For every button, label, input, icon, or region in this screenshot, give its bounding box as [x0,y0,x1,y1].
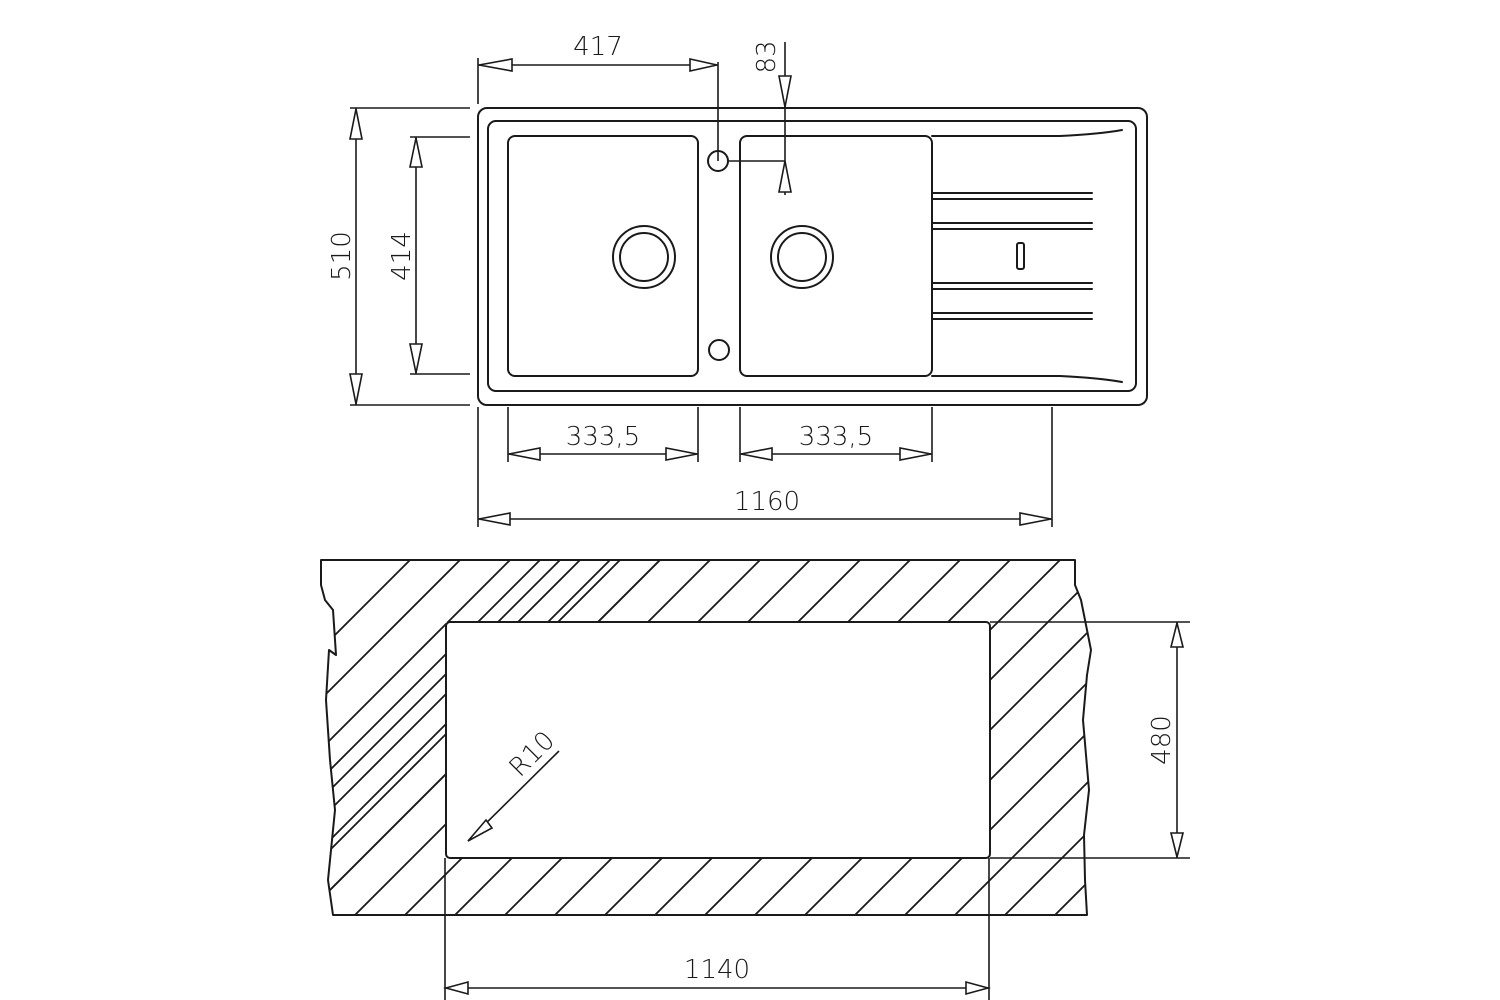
dimension-1160: 1160 [477,407,1053,527]
left-drain-icon [612,225,676,289]
drainer-slot-icon [1016,242,1025,270]
drainer-top-curve [931,129,1123,137]
worktop-hatching [321,560,691,915]
dimension-417: 417 [477,32,719,161]
dimension-510: 510 [327,107,470,406]
dim-label-r10: R10 [504,726,561,783]
dimension-1140: 1140 [442,858,992,1000]
worktop-cutout-view [320,559,1092,916]
drainer-ribs [931,192,1093,320]
right-drain-icon [770,225,834,289]
dimension-480: 480 [990,621,1190,859]
dim-label-1160: 1160 [734,487,800,517]
dimension-333-5-right: 333,5 [739,407,933,462]
dim-label-83: 83 [752,40,782,73]
worktop-outline [320,559,1092,916]
dim-label-1140: 1140 [684,955,750,985]
overflow-hole-icon [708,339,730,361]
dim-label-333-5-left: 333,5 [566,422,640,452]
dim-label-333-5-right: 333,5 [799,422,873,452]
cutout-opening [445,621,991,859]
dimension-333-5-left: 333,5 [507,407,699,462]
dim-label-510: 510 [327,231,357,281]
left-bowl [507,135,699,377]
dim-label-417: 417 [573,32,623,62]
right-bowl [739,135,933,377]
dim-label-480: 480 [1147,715,1177,765]
sink-outer-rim [477,107,1148,406]
drainer-bottom-curve [931,375,1123,383]
dim-label-414: 414 [387,231,417,281]
dimension-83: 83 [728,40,792,195]
sink-top-view [477,107,1148,406]
dimension-r10: R10 [467,726,561,842]
dimension-414: 414 [387,136,470,375]
sink-inner-rim [487,120,1137,392]
